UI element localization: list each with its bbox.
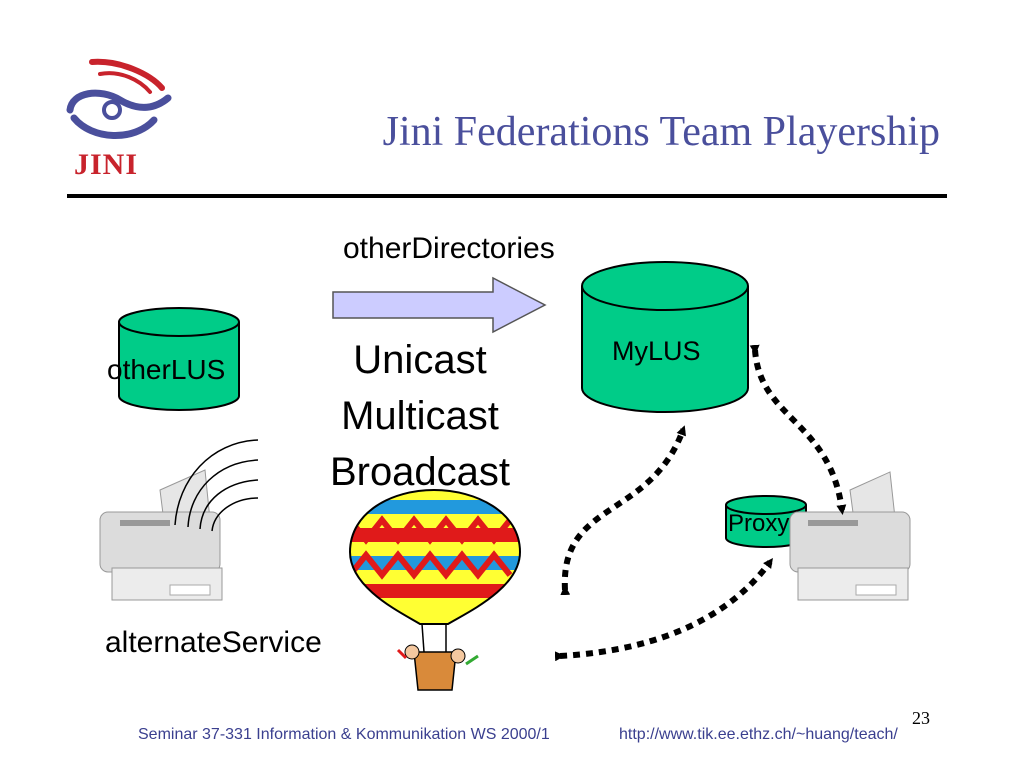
printer-icon-right — [789, 471, 911, 601]
connection-arrows — [554, 344, 847, 662]
jini-logo-text: JINI — [74, 148, 139, 181]
wireless-waves-icon — [174, 439, 259, 532]
otherlus-cylinder — [118, 307, 240, 411]
arrow-balloon-mylus — [560, 425, 686, 596]
mylus-label: MyLUS — [612, 336, 701, 366]
slide-title: Jini Federations Team Playership — [382, 109, 940, 155]
footer-url: http://www.tik.ee.ethz.ch/~huang/teach/ — [619, 726, 898, 743]
hot-air-balloon-icon — [348, 488, 522, 691]
broadcast-label: Broadcast — [329, 450, 511, 494]
title-divider — [67, 194, 947, 198]
footer-course: Seminar 37-331 Information & Kommunikati… — [138, 726, 550, 743]
unicast-label: Unicast — [353, 338, 487, 382]
multicast-label: Multicast — [341, 394, 499, 438]
jini-logo-icon — [66, 58, 172, 139]
other-lus-label: otherLUS — [107, 354, 226, 385]
alternate-service-label: alternateService — [105, 626, 322, 659]
arrow-mylus-printer — [749, 344, 847, 515]
page-number: 23 — [912, 708, 930, 728]
other-directories-label: otherDirectories — [343, 232, 555, 265]
proxy-label: Proxy — [728, 510, 790, 537]
mylus-cylinder — [581, 261, 749, 413]
printer-icon — [99, 469, 223, 601]
other-directories-arrow — [332, 276, 547, 334]
arrow-balloon-proxy — [554, 557, 773, 662]
